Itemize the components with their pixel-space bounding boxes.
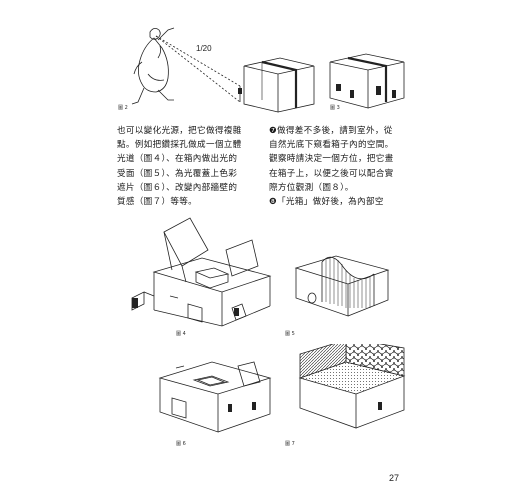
figure-2-illustration — [112, 22, 317, 114]
figure-7-caption: 圖 7 — [285, 441, 295, 447]
text-line: 點。例如把鑽採孔做成一個立體 — [117, 140, 242, 151]
curved-surface-box-drawing — [294, 255, 390, 317]
figure-5-caption: 圖 5 — [285, 331, 295, 337]
text-line: 光道（圖４）、在箱內做出光的 — [117, 154, 238, 165]
figure-3-illustration — [328, 52, 406, 110]
text-line: 受面（圖５）、為光覆蓋上色彩 — [117, 168, 238, 179]
text-line: 也可以變化光源，把它做得複雜 — [117, 126, 242, 136]
figure-6-illustration — [156, 344, 274, 436]
text-line: 在箱子上，以便之後可以配合實 — [269, 168, 394, 179]
figure-5-illustration — [292, 232, 392, 328]
light-channel-box-drawing — [131, 217, 272, 327]
figure-4-illustration — [130, 210, 275, 328]
color-filter-box-drawing — [158, 361, 272, 433]
text-line: 遮片（圖６）、改變內部牆壁的 — [117, 182, 238, 193]
textured-wall-box-drawing — [298, 344, 406, 429]
text-column-right: ❼做得差不多後，請到室外，從 自然光底下窺看箱子內的空間。 觀察時請決定一個方位… — [269, 124, 409, 209]
figure-4-caption: 圖 4 — [176, 331, 186, 337]
person-viewing-box-drawing — [131, 27, 315, 113]
text-line: ❽「光箱」做好後，為內部空 — [269, 197, 384, 208]
page-number: 27 — [389, 473, 400, 483]
text-line: 自然光底下窺看箱子內的空間。 — [269, 140, 394, 151]
box-with-openings-drawing — [329, 53, 405, 109]
text-line: 際方位觀測（圖８）。 — [269, 182, 354, 193]
figure-3-caption: 圖 3 — [330, 105, 340, 111]
text-line: ❼做得差不多後，請到室外，從 — [269, 126, 393, 136]
figure-6-caption: 圖 6 — [176, 441, 186, 447]
figure-7-illustration — [296, 344, 406, 436]
scale-ratio-label: 1/20 — [196, 44, 212, 53]
text-line: 觀察時請決定一個方位，把它畫 — [269, 154, 394, 165]
text-column-left: 也可以變化光源，把它做得複雜 點。例如把鑽採孔做成一個立體 光道（圖４）、在箱內… — [117, 124, 247, 209]
figure-2-caption: 圖 2 — [118, 105, 128, 111]
text-line: 質感（圖７）等等。 — [117, 197, 198, 208]
